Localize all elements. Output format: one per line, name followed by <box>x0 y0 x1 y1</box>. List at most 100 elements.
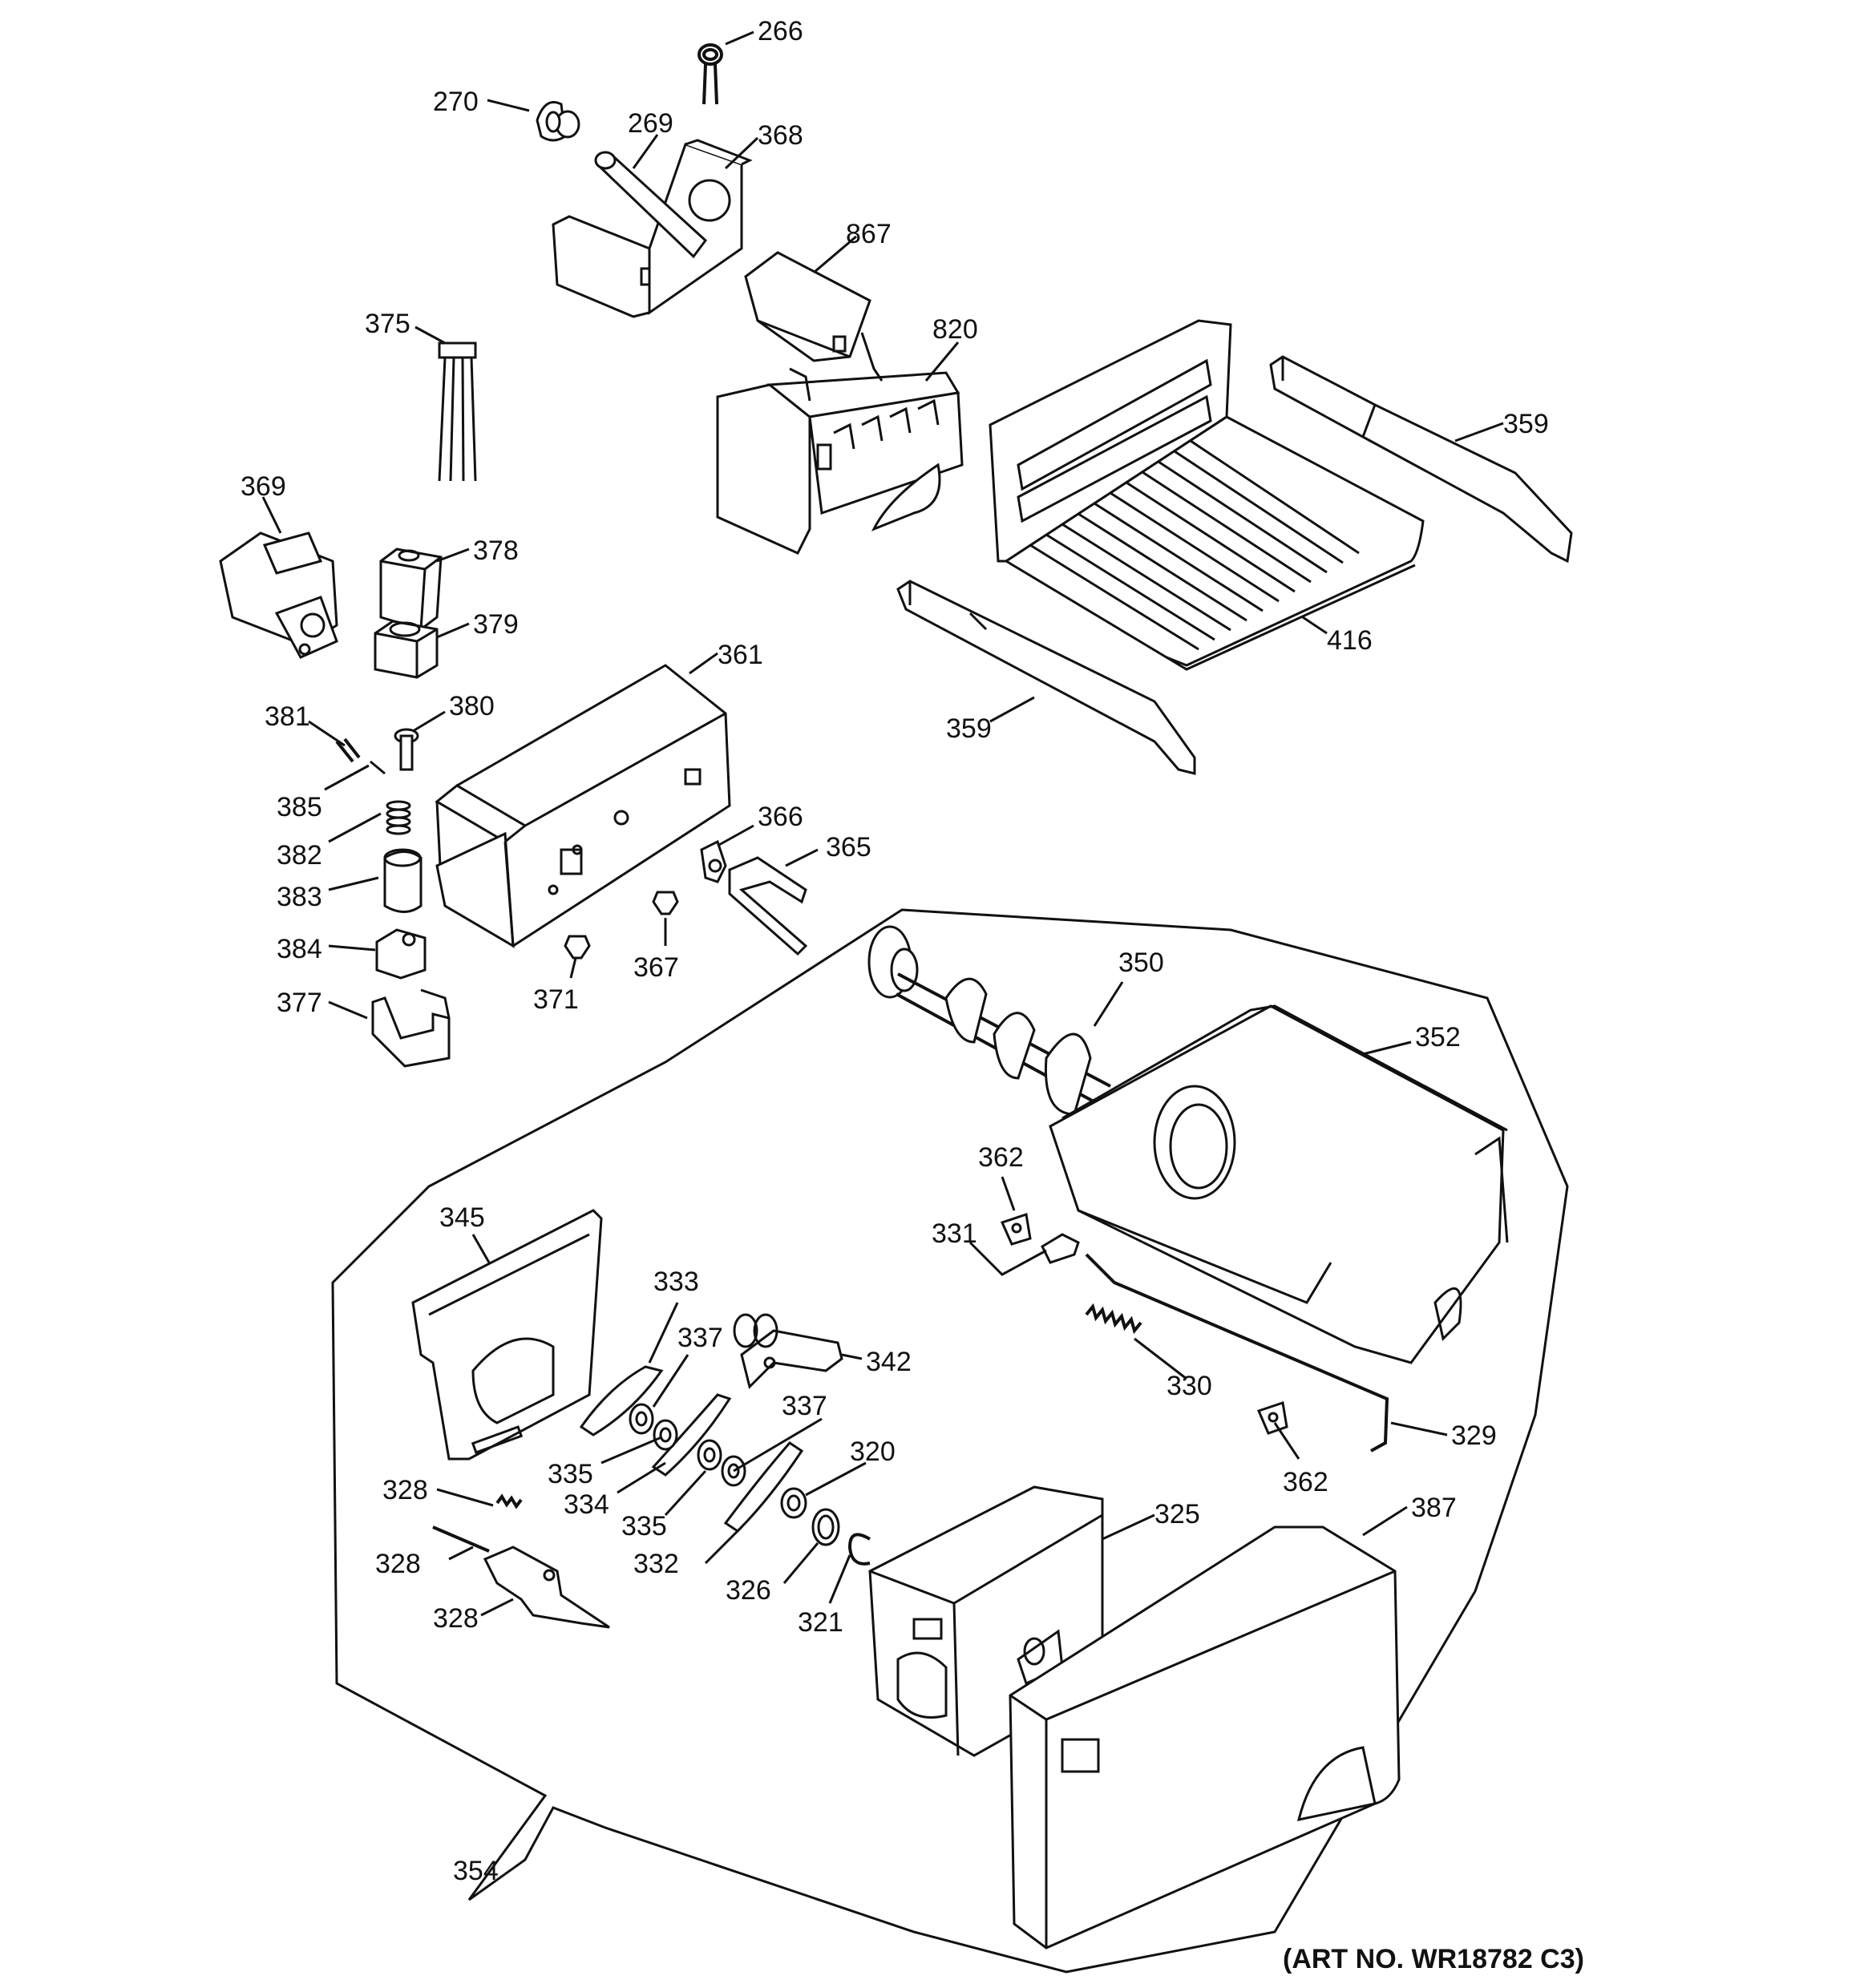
part-329-rod <box>1085 1253 1389 1453</box>
part-387-cover <box>1009 1525 1401 1950</box>
callout-331: 331 <box>932 1218 977 1249</box>
part-335-washer-a <box>653 1419 678 1451</box>
callout-362-lower: 362 <box>1283 1467 1328 1497</box>
callout-321: 321 <box>798 1607 843 1638</box>
callout-337-a: 337 <box>677 1323 723 1353</box>
part-269-shaft <box>594 151 708 259</box>
callout-367: 367 <box>633 952 679 983</box>
callout-333: 333 <box>653 1267 699 1297</box>
part-371-screw <box>564 935 591 960</box>
assembly-outline-354 <box>331 908 1569 1974</box>
part-365-bracket <box>728 856 808 956</box>
callout-361: 361 <box>718 640 763 670</box>
callout-867: 867 <box>846 219 892 249</box>
part-416-shelf <box>989 319 1425 671</box>
callout-270: 270 <box>433 87 479 117</box>
part-331-bracket <box>1041 1233 1080 1264</box>
part-359-rail-lower <box>896 580 1196 775</box>
callout-375: 375 <box>365 309 410 339</box>
part-385-pin <box>370 760 386 775</box>
callout-269: 269 <box>628 108 673 139</box>
callout-345: 345 <box>439 1202 485 1233</box>
part-369-motor <box>219 531 338 659</box>
part-368-bracket <box>552 139 753 318</box>
part-270-bearing <box>536 101 580 142</box>
callout-337-b: 337 <box>782 1391 827 1421</box>
callout-320: 320 <box>850 1436 896 1467</box>
callout-369: 369 <box>241 471 286 502</box>
callout-328-b: 328 <box>375 1549 421 1579</box>
part-820-icemaker <box>716 332 964 555</box>
part-337-spacer-a <box>629 1403 654 1435</box>
callout-350: 350 <box>1118 948 1164 978</box>
callout-325: 325 <box>1154 1499 1200 1529</box>
part-332-blade <box>723 1441 804 1533</box>
callout-377: 377 <box>277 988 322 1018</box>
part-384-bracket <box>375 928 427 980</box>
callout-335-a: 335 <box>548 1459 593 1489</box>
callout-352: 352 <box>1415 1022 1461 1053</box>
callout-366: 366 <box>758 802 803 832</box>
part-378-solenoid <box>379 548 443 631</box>
part-362-clip-upper <box>1000 1213 1032 1246</box>
callout-332: 332 <box>633 1549 679 1579</box>
part-381-pin <box>335 737 361 763</box>
callout-329: 329 <box>1451 1420 1497 1451</box>
part-383-sleeve <box>383 848 423 913</box>
part-334-blade <box>651 1393 732 1477</box>
callout-820: 820 <box>932 314 978 345</box>
callout-380: 380 <box>449 691 495 721</box>
callout-359-lower: 359 <box>946 713 992 744</box>
callout-359-upper: 359 <box>1503 409 1549 439</box>
callout-416: 416 <box>1327 625 1373 656</box>
callout-378: 378 <box>473 535 519 566</box>
callout-383: 383 <box>277 882 322 912</box>
part-266-spring <box>698 43 723 105</box>
callout-328-a: 328 <box>382 1475 428 1505</box>
part-377-bracket <box>371 988 451 1068</box>
part-867-tray <box>744 251 871 362</box>
callout-368: 368 <box>758 120 803 151</box>
part-328-spring <box>495 1493 523 1509</box>
callout-387: 387 <box>1411 1493 1457 1523</box>
callout-379: 379 <box>473 609 519 640</box>
part-379-block <box>374 620 439 679</box>
part-375-harness <box>438 341 477 482</box>
part-328-lever <box>483 1546 610 1629</box>
part-320-nut <box>780 1487 807 1519</box>
part-361-housing <box>435 664 731 948</box>
callout-342: 342 <box>866 1347 912 1377</box>
part-326-washer <box>811 1508 840 1546</box>
part-352-bucket <box>1049 1004 1509 1364</box>
leader-lines <box>261 30 1504 1617</box>
art-number: (ART NO. WR18782 C3) <box>1283 1944 1584 1974</box>
part-328-pin <box>432 1525 490 1553</box>
callout-384: 384 <box>277 934 322 964</box>
callout-371: 371 <box>533 984 579 1015</box>
callout-335-b: 335 <box>621 1511 667 1542</box>
part-342-bracket <box>733 1313 843 1389</box>
part-333-blade <box>579 1365 664 1436</box>
callout-385: 385 <box>277 792 322 822</box>
part-335-washer-b <box>697 1439 722 1471</box>
part-362-clip-lower <box>1256 1401 1288 1435</box>
callout-labels: 266 270 269 368 867 820 375 369 378 379 … <box>241 16 1549 1886</box>
callout-328-c: 328 <box>433 1603 479 1634</box>
part-330-spring <box>1085 1303 1142 1335</box>
callout-362-upper: 362 <box>978 1142 1024 1173</box>
callout-266: 266 <box>758 16 803 46</box>
callout-381: 381 <box>265 701 310 732</box>
callout-334: 334 <box>564 1489 609 1520</box>
part-366-clip <box>700 839 727 883</box>
part-359-rail-upper <box>1269 355 1573 564</box>
callout-330: 330 <box>1167 1371 1212 1401</box>
callout-365: 365 <box>826 832 871 863</box>
callout-354: 354 <box>453 1856 499 1886</box>
part-380-plunger <box>394 728 419 771</box>
part-345-cover <box>411 1209 603 1461</box>
part-321-ring <box>847 1533 871 1566</box>
callout-382: 382 <box>277 840 322 871</box>
part-382-spring <box>386 800 411 835</box>
